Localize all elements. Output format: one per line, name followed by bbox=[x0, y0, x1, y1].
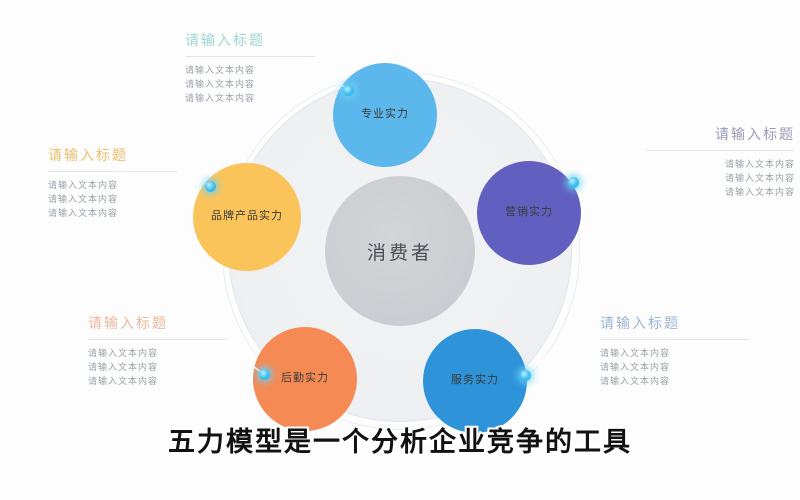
callout-divider bbox=[645, 150, 795, 151]
callout-divider bbox=[48, 171, 178, 172]
callout-title: 请输入标题 bbox=[88, 315, 168, 331]
callout-body-line: 请输入文本内容 bbox=[724, 159, 795, 169]
callout-body-line: 请输入文本内容 bbox=[48, 193, 119, 204]
callout-body-line: 请输入文本内容 bbox=[88, 348, 159, 358]
node-label: 专业实力 bbox=[361, 108, 409, 121]
callout-body-line: 请输入文本内容 bbox=[48, 180, 119, 190]
callout-body-line: 请输入文本内容 bbox=[600, 361, 671, 372]
node-label: 品牌产品实力 bbox=[211, 210, 283, 223]
node-label: 营销实力 bbox=[505, 206, 553, 219]
callout-title: 请输入标题 bbox=[715, 126, 795, 142]
callout-body-line: 请输入文本内容 bbox=[185, 78, 256, 89]
callout-divider bbox=[600, 339, 750, 340]
callout-divider bbox=[185, 56, 315, 57]
connector-dot-left-icon bbox=[205, 181, 216, 192]
node-circle-top[interactable]: 专业实力 bbox=[333, 63, 437, 167]
connector-dot-right-icon bbox=[568, 177, 579, 188]
callout-body-line: 请输入文本内容 bbox=[185, 92, 256, 103]
callout-right[interactable]: 请输入标题 请输入文本内容 请输入文本内容 请输入文本内容 bbox=[645, 124, 795, 200]
callout-title: 请输入标题 bbox=[185, 32, 265, 48]
callout-body-line: 请输入文本内容 bbox=[600, 348, 671, 358]
connector-dot-bottom-right-icon bbox=[520, 370, 531, 381]
callout-top[interactable]: 请输入标题 请输入文本内容 请输入文本内容 请输入文本内容 bbox=[185, 30, 315, 106]
callout-bottom-right[interactable]: 请输入标题 请输入文本内容 请输入文本内容 请输入文本内容 bbox=[600, 313, 750, 389]
center-circle: 消费者 bbox=[325, 176, 475, 326]
callout-body-line: 请输入文本内容 bbox=[48, 207, 119, 218]
callout-body-line: 请输入文本内容 bbox=[724, 186, 795, 197]
video-caption: 五力模型是一个分析企业竞争的工具 bbox=[166, 425, 632, 459]
callout-title: 请输入标题 bbox=[600, 315, 680, 331]
callout-body-line: 请输入文本内容 bbox=[88, 375, 159, 386]
connector-dot-top-icon bbox=[343, 85, 354, 96]
callout-body-line: 请输入文本内容 bbox=[185, 65, 256, 75]
callout-bottom-left[interactable]: 请输入标题 请输入文本内容 请输入文本内容 请输入文本内容 bbox=[88, 313, 228, 389]
connector-dot-bottom-left-icon bbox=[259, 369, 270, 380]
node-circle-left[interactable]: 品牌产品实力 bbox=[193, 163, 301, 271]
callout-body-line: 请输入文本内容 bbox=[600, 375, 671, 386]
callout-left[interactable]: 请输入标题 请输入文本内容 请输入文本内容 请输入文本内容 bbox=[48, 145, 178, 221]
callout-title: 请输入标题 bbox=[48, 147, 128, 163]
node-label: 服务实力 bbox=[451, 374, 499, 387]
center-label: 消费者 bbox=[366, 242, 433, 264]
node-label: 后勤实力 bbox=[281, 372, 329, 385]
callout-body-line: 请输入文本内容 bbox=[88, 361, 159, 372]
node-circle-bottom-right[interactable]: 服务实力 bbox=[423, 329, 527, 433]
callout-body-line: 请输入文本内容 bbox=[724, 172, 795, 183]
callout-divider bbox=[88, 339, 228, 340]
node-circle-right[interactable]: 营销实力 bbox=[477, 161, 581, 265]
node-circle-bottom-left[interactable]: 后勤实力 bbox=[253, 327, 357, 431]
